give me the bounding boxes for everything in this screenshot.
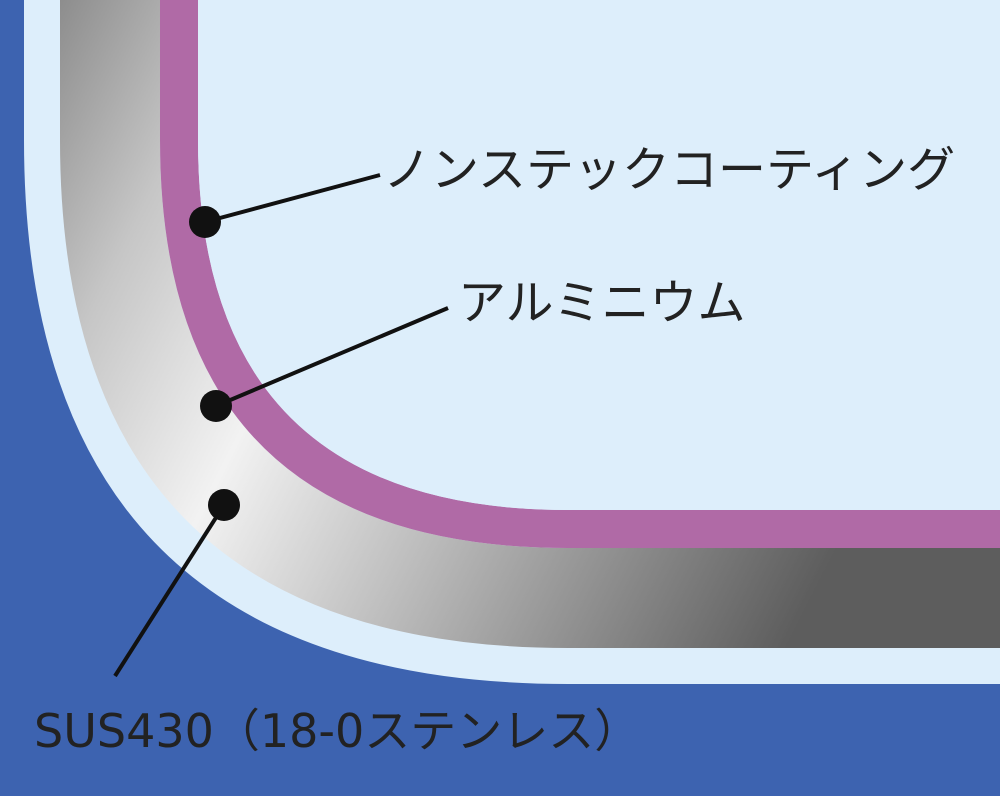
aluminum-layer bbox=[60, 0, 1000, 648]
aluminum-leader-line bbox=[215, 306, 449, 408]
stainless-label: SUS430（18-0ステンレス） bbox=[34, 704, 641, 758]
coating-leader-line bbox=[204, 173, 381, 224]
coating-label: ノンステックコーティング bbox=[383, 142, 956, 198]
pan-interior bbox=[198, 0, 1000, 510]
stainless-leader-line bbox=[113, 503, 226, 678]
aluminum-label: アルミニウム bbox=[458, 275, 746, 331]
coating-marker-dot bbox=[189, 206, 221, 238]
stainless-marker-dot bbox=[208, 489, 240, 521]
aluminum-marker-dot bbox=[200, 390, 232, 422]
